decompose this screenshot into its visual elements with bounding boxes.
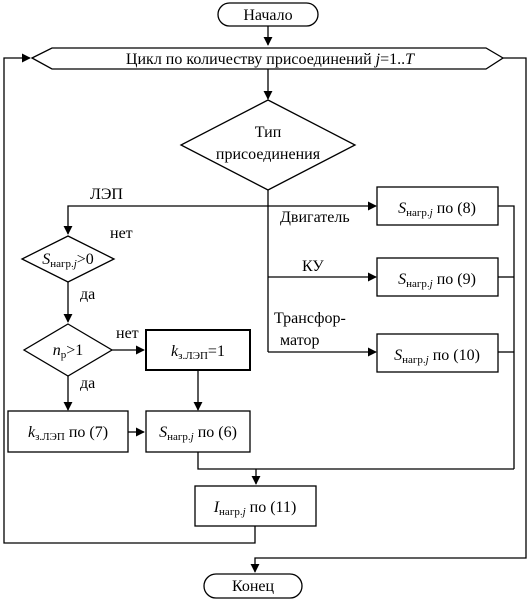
transformer-process: Sнагр.j по (10) [376, 333, 499, 373]
merge-line [197, 452, 514, 470]
motor-branch-label: Двигатель [280, 209, 350, 226]
type-decision-line2: присоединения [216, 146, 321, 163]
loop-back-line [3, 53, 256, 544]
sload-calc-label: Sнагр.j по (6) [159, 424, 237, 443]
transformer-branch-label-2: матор [280, 332, 319, 349]
decision-s-label: Sнагр.j>0 [42, 251, 94, 270]
kzlep-calc-box: kз.ЛЭП по (7) [7, 410, 129, 453]
loop-exit-line [250, 57, 527, 573]
lep-branch-label: ЛЭП [90, 186, 123, 203]
decision-s-no-label: нет [110, 225, 133, 242]
decision-np-label: nр>1 [53, 342, 84, 361]
sload-calc-box: Sнагр.j по (6) [145, 410, 251, 453]
ku-process: Sнагр.j по (9) [376, 257, 499, 297]
transformer-process-label: Sнагр.j по (10) [394, 347, 480, 366]
ku-process-label: Sнагр.j по (9) [398, 271, 476, 290]
transformer-branch-label-1: Трансфор- [274, 310, 346, 327]
kzlep-assign-label: kз.ЛЭП=1 [171, 343, 225, 362]
ku-branch-label: КУ [302, 258, 324, 275]
decision-s-yes-label: да [80, 286, 95, 303]
end-terminator: Конец [203, 573, 303, 599]
decision-np: nр>1 [22, 323, 114, 377]
lep-branch-line [63, 205, 268, 235]
decision-np-no-label: нет [116, 325, 139, 342]
type-decision-line1: Тип [255, 124, 282, 141]
start-label: Начало [243, 7, 292, 24]
iload-calc-box: Iнагр.j по (11) [194, 485, 317, 527]
right-collector-line [498, 205, 515, 469]
kzlep-calc-label: kз.ЛЭП по (7) [28, 424, 108, 443]
motor-process: Sнагр.j по (8) [376, 186, 499, 226]
decision-np-yes-label: да [80, 375, 95, 392]
loop-block: Цикл по количеству присоединений j=1..T [30, 47, 505, 70]
start-terminator: Начало [217, 2, 319, 27]
loop-label: Цикл по количеству присоединений j=1..T [126, 51, 415, 68]
kzlep-assign-box: kз.ЛЭП=1 [145, 329, 251, 371]
type-decision: Тип присоединения [179, 99, 357, 191]
motor-process-label: Sнагр.j по (8) [398, 200, 476, 219]
iload-calc-label: Iнагр.j по (11) [213, 499, 297, 518]
end-label: Конец [232, 578, 275, 595]
decision-s-positive: Sнагр.j>0 [20, 235, 116, 283]
